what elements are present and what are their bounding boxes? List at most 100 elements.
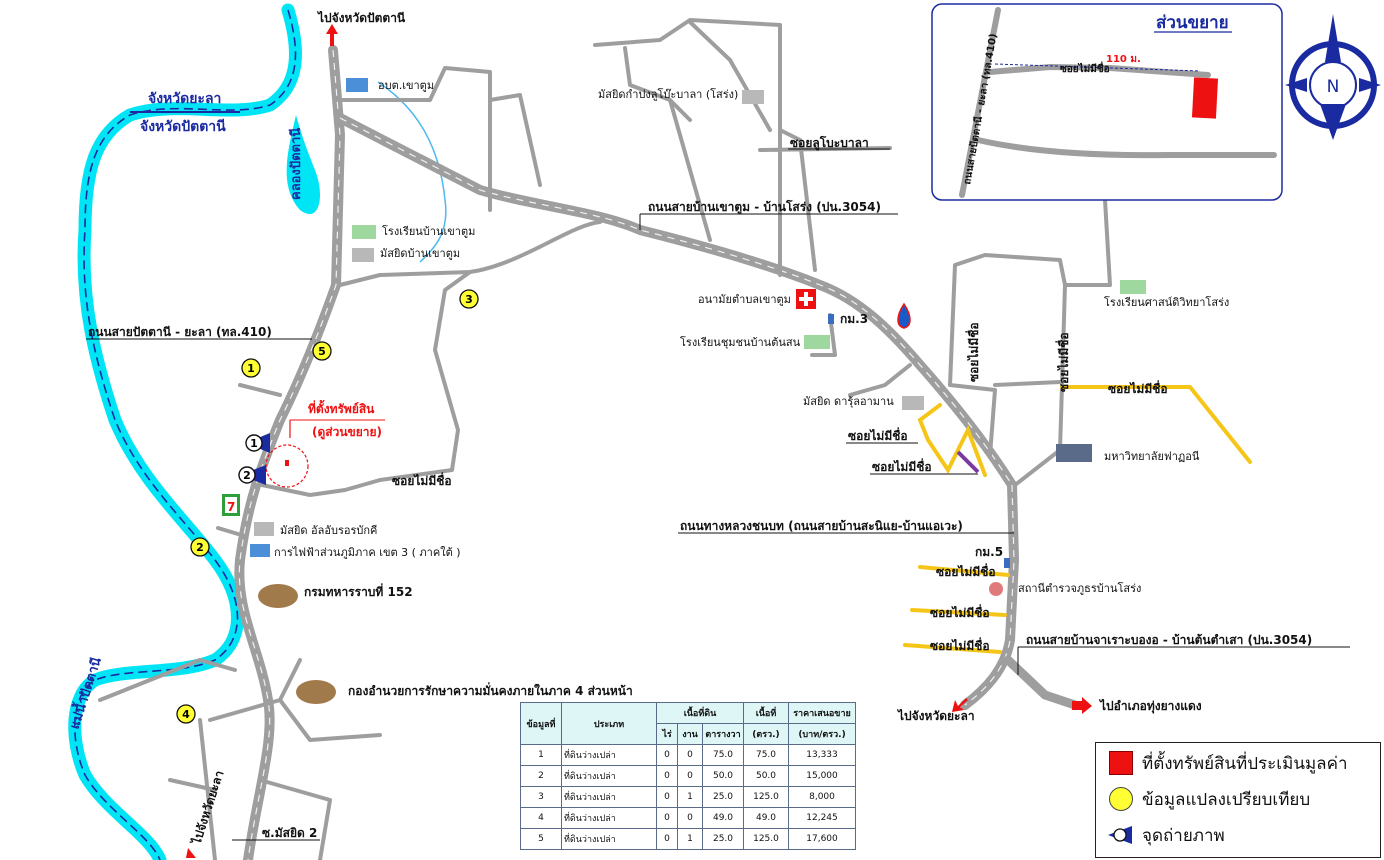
soi-unnamed-label: ซอยไม่มีชื่อ [936, 563, 996, 579]
school-sasana-label: โรงเรียนศาสน์ดิวิทยาโสร่ง [1104, 295, 1229, 309]
soi-unnamed-label: ซอยไม่มีชื่อ [930, 604, 990, 620]
km3-label: กม.3 [840, 312, 868, 326]
compass-rose: N [1285, 14, 1381, 140]
soi-mosque2-label: ซ.มัสยิด 2 [262, 826, 317, 840]
isoc-label: กองอำนวยการรักษาความมั่นคงภายในภาค 4 ส่ว… [348, 682, 633, 698]
photo-point-marker[interactable]: 2 [238, 465, 266, 485]
electricity-label: การไฟฟ้าส่วนภูมิภาค เขต 3 ( ภาคใต้ ) [274, 546, 461, 559]
school-icon [804, 335, 830, 349]
soi-unnamed-vertical-1: ซอยไม่มีชื่อ [965, 322, 981, 382]
arrow-to-pattani [326, 24, 338, 46]
col-header-ngan: งาน [677, 723, 703, 745]
mosque-icon [352, 248, 374, 262]
arrow-to-yala [952, 698, 968, 712]
property-label-1: ที่ตั้งทรัพย์สิน [308, 399, 375, 416]
purple-soi [956, 450, 980, 474]
svg-text:4: 4 [182, 708, 190, 721]
photo-point-marker[interactable]: 1 [245, 433, 270, 453]
road-3054-label: ถนนสายบ้านเขาตูม - บ้านโสร่ง (ปน.3054) [648, 199, 881, 215]
to-pattani-label: ไปจังหวัดปัตตานี [316, 10, 406, 25]
khlong-pattani [286, 115, 320, 215]
canal-stream [377, 81, 447, 263]
svg-text:1: 1 [247, 362, 255, 375]
regiment-label: กรมทหารราบที่ 152 [304, 583, 413, 599]
mosque-icon [742, 90, 764, 104]
km-post-icon [828, 314, 834, 324]
soi-unnamed-label: ซอยไม่มีชื่อ [848, 427, 908, 443]
inset-title: ส่วนขยาย [1156, 13, 1229, 33]
soi-unnamed-label: ซอยไม่มีชื่อ [930, 637, 990, 653]
svg-text:1: 1 [250, 437, 258, 450]
comparable-marker[interactable]: 3 [459, 289, 479, 309]
university-icon [1056, 444, 1092, 462]
school-khaotum-label: โรงเรียนบ้านเขาตูม [382, 224, 475, 238]
inset-soi: ซอยไม่มีชื่อ [1060, 61, 1110, 75]
minor-roads [903, 385, 1252, 654]
km5-label: กม.5 [975, 545, 1003, 559]
electricity-icon [250, 544, 270, 557]
khlong-pattani-label: คลองปัตตานี [288, 128, 304, 200]
col-header-area-unit: (ตรว.) [743, 723, 789, 745]
to-thungyangdaeng-label: ไปอำเภอทุ่งยางแดง [1098, 698, 1202, 714]
road-410-label: ถนนสายปัตตานี - ยะลา (ทล.410) [88, 325, 272, 339]
col-header-land-size: เนื้อที่ดิน [656, 702, 744, 724]
legend-label-photo: จุดถ่ายภาพ [1142, 825, 1225, 846]
province-yala-label: จังหวัดยะลา [148, 91, 221, 107]
province-pattani-label: จังหวัดปัตตานี [140, 119, 226, 135]
legend-item-comparable: ข้อมูลแปลงเปรียบเทียบ [1106, 785, 1310, 813]
col-header-type: ประเภท [561, 702, 657, 745]
mosque-kampong-label: มัสยิดกำปงลูโบ๊ะบาลา (โสร่ง) [598, 87, 738, 101]
mosque-icon [902, 396, 924, 410]
comparable-marker[interactable]: 1 [241, 358, 261, 378]
road-network [98, 18, 1112, 860]
svg-text:2: 2 [243, 469, 251, 482]
legend-label-comparable: ข้อมูลแปลงเปรียบเทียบ [1142, 789, 1311, 810]
school-icon [1120, 280, 1146, 294]
soi-unnamed-vertical-2: ซอยไม่มีชื่อ [1055, 332, 1071, 392]
soi-unnamed-label: ซอยไม่มีชื่อ [872, 458, 932, 474]
inset-map: ส่วนขยาย 110 ม. ถนนสายปัตตานี - ยะลา (ทล… [931, 3, 1283, 201]
col-header-rai: ไร่ [656, 723, 678, 745]
comparable-marker[interactable]: 5 [312, 341, 332, 361]
org-khaotum-label: อบต.เขาตูม [378, 79, 434, 92]
university-label: มหาวิทยาลัยฟาฏอนี [1104, 450, 1200, 463]
col-header-price: ราคาเสนอขาย [788, 702, 856, 724]
school-icon [352, 225, 376, 239]
svg-text:5: 5 [318, 345, 326, 358]
comparable-data-table: ข้อมูลที่ ประเภท เนื้อที่ดิน เนื้อที่ รา… [520, 702, 856, 850]
legend-item-property: ที่ตั้งทรัพย์สินที่ประเมินมูลค่า [1106, 749, 1348, 777]
svg-text:3: 3 [465, 293, 473, 306]
mosque-khaotum-label: มัสยิดบ้านเขาตูม [380, 247, 460, 260]
mosque-icon [254, 522, 274, 536]
comparable-marker[interactable]: 4 [176, 704, 196, 724]
tank-icon [296, 680, 336, 704]
police-station-label: สถานีตำรวจภูธรบ้านโสร่ง [1018, 581, 1141, 595]
legend-label-property: ที่ตั้งทรัพย์สินที่ประเมินมูลค่า [1142, 753, 1348, 774]
km-post-icon [1004, 558, 1010, 568]
inset-property-plot [1191, 77, 1219, 119]
legend-item-photo: จุดถ่ายภาพ [1106, 821, 1225, 849]
svg-text:2: 2 [196, 541, 204, 554]
mosque-darul-label: มัสยิด ดารุ้ลอามาน [803, 395, 894, 408]
soi-lubobala-label: ซอยลูโบะบาลา [790, 135, 869, 151]
rural-road-label: ถนนทางหลวงชนบท (ถนนสายบ้านสะนิแย-บ้านแอเ… [680, 519, 963, 533]
mosque-alubror-label: มัสยิด อัลอับรอรบักคี [280, 524, 377, 537]
inset-distance: 110 ม. [1106, 54, 1141, 65]
arrow-to-thungyangdaeng [1072, 697, 1092, 714]
col-header-sqwa: ตารางวา [702, 723, 744, 745]
col-header-data: ข้อมูลที่ [520, 702, 562, 745]
org-building-icon [346, 78, 368, 92]
col-header-area: เนื้อที่ [743, 702, 789, 724]
tank-icon [258, 584, 298, 608]
map-legend: ที่ตั้งทรัพย์สินที่ประเมินมูลค่า ข้อมูลแ… [1095, 742, 1381, 858]
to-yala-label: ไปจังหวัดยะลา [896, 708, 975, 723]
comparable-marker[interactable]: 2 [190, 537, 210, 557]
soi-unnamed-label: ซอยไม่มีชื่อ [1108, 380, 1168, 396]
road-3054b-label: ถนนสายบ้านจาเราะบองอ - บ้านต้นตำเสา (ปน.… [1026, 633, 1312, 647]
property-marker [285, 460, 289, 466]
